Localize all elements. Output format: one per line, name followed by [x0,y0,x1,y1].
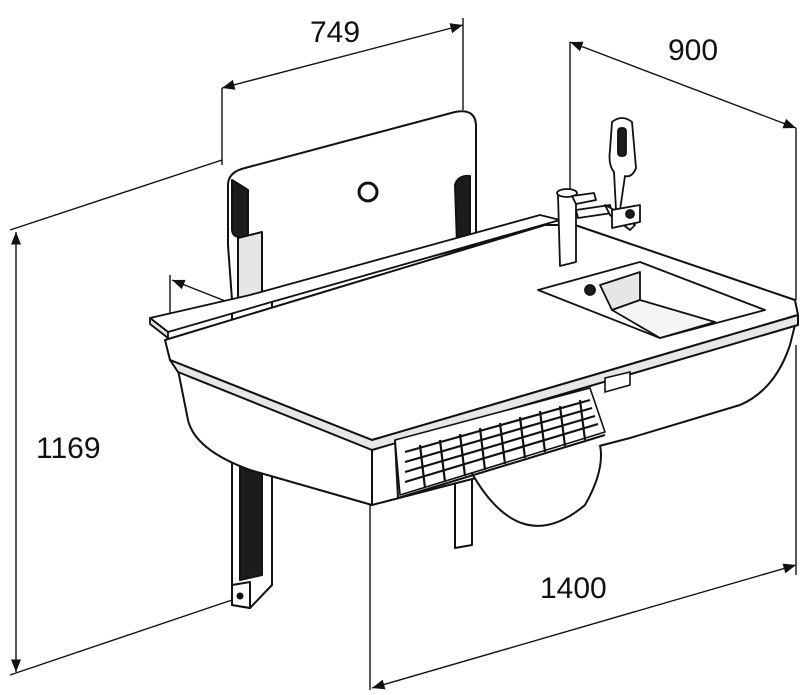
dimension-label-1400: 1400 [540,572,607,605]
washbasin [537,261,766,339]
dimension-label-900: 900 [668,34,718,67]
storage-basket [394,387,606,499]
backrest-knob-icon [357,181,379,203]
dimension-line-749 [221,23,464,90]
dimension-label-749: 749 [310,16,360,49]
dimension-749: 749 [221,16,464,90]
basket-grid [404,398,599,489]
dimension-1169: 1169 [10,232,101,672]
dimension-1400: 1400 [371,563,797,690]
dimension-line-900 [569,41,797,129]
dimension-line-1400 [371,563,797,690]
drain-icon [584,284,596,296]
hand-shower-icon [608,117,641,229]
side-bracket [604,370,631,394]
dimension-900: 900 [569,34,797,129]
dimension-label-1169: 1169 [36,432,101,465]
